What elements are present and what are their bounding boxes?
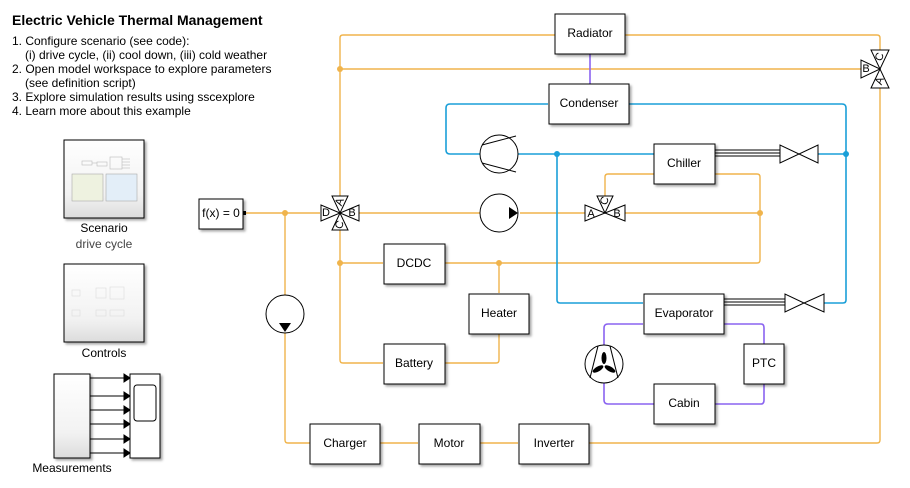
coolant-pump-center[interactable]: [479, 193, 519, 233]
scenario-variant-label: drive cycle: [76, 237, 133, 251]
refrigerant-network: [445, 103, 849, 304]
instruction-list: 1. Configure scenario (see code): (i) dr…: [12, 34, 271, 118]
diagram-title: Electric Vehicle Thermal Management: [12, 12, 263, 28]
ptc-block[interactable]: PTC: [743, 343, 785, 385]
step-configure-scenario[interactable]: 1. Configure scenario (see code):: [12, 34, 190, 48]
step-open-workspace[interactable]: 2. Open model workspace to explore param…: [12, 62, 272, 76]
heater-label: Heater: [481, 306, 517, 320]
scenario-label: Scenario: [80, 221, 128, 235]
pump-icon: [265, 294, 305, 334]
condenser-label: Condenser: [560, 96, 619, 110]
step-explore-results[interactable]: 3. Explore simulation results using ssce…: [12, 90, 255, 104]
charger-label: Charger: [323, 436, 366, 450]
motor-block[interactable]: Motor: [418, 423, 481, 465]
junction-dot: [496, 260, 502, 266]
controls-preview-icon: [71, 286, 125, 317]
port-b-label: B: [613, 208, 620, 220]
step-configure-scenario-detail[interactable]: (i) drive cycle, (ii) cool down, (iii) c…: [25, 48, 268, 62]
battery-label: Battery: [395, 356, 433, 370]
cabin-block[interactable]: Cabin: [653, 383, 716, 425]
port-b-label: B: [348, 207, 355, 219]
step-learn-more[interactable]: 4. Learn more about this example: [12, 104, 191, 118]
port-c-label: C: [598, 195, 612, 207]
solver-config-block[interactable]: f(x) = 0: [198, 198, 246, 230]
dcdc-label: DCDC: [397, 256, 432, 270]
junction-dot: [282, 210, 288, 216]
evaporator-label: Evaporator: [655, 306, 714, 320]
evaporator-block[interactable]: Evaporator: [643, 293, 725, 335]
ptc-label: PTC: [752, 356, 776, 370]
measurements-label: Measurements: [32, 461, 111, 475]
three-way-valve-right[interactable]: C B A: [860, 49, 890, 89]
scope-icon: [133, 384, 157, 422]
scope-block[interactable]: [129, 373, 161, 459]
port-a-label: A: [587, 208, 595, 220]
port-a-label: A: [873, 75, 887, 87]
inverter-block[interactable]: Inverter: [518, 423, 590, 465]
compressor-icon: [479, 134, 519, 174]
port-a-label: A: [333, 196, 347, 208]
cabin-label: Cabin: [668, 396, 699, 410]
controls-label: Controls: [82, 346, 127, 360]
heater-block[interactable]: Heater: [468, 293, 530, 335]
four-way-valve[interactable]: A B C D: [320, 195, 360, 231]
expansion-valve-icon: [784, 293, 806, 313]
charger-block[interactable]: Charger: [309, 423, 381, 465]
measurement-signals: [90, 373, 131, 458]
evaporator-expansion-valve[interactable]: [714, 293, 825, 313]
junction-dot: [554, 151, 560, 157]
dcdc-block[interactable]: DCDC: [383, 243, 446, 285]
step-open-workspace-detail[interactable]: (see definition script): [25, 76, 136, 90]
motor-label: Motor: [434, 436, 465, 450]
radiator-block[interactable]: Radiator: [554, 13, 626, 55]
solver-label: f(x) = 0: [202, 206, 240, 220]
measurements-subsystem[interactable]: Measurements: [32, 373, 112, 475]
junction-dot: [337, 66, 343, 72]
thermal-liquid-network: [243, 34, 881, 444]
junction-dot: [843, 151, 849, 157]
moist-air-network: [589, 54, 765, 405]
scenario-preview-icon: [71, 156, 138, 202]
port-c-label: C: [873, 51, 887, 63]
cabin-fan[interactable]: [584, 344, 624, 384]
chiller-expansion-valve[interactable]: [715, 144, 819, 164]
port-c-label: C: [333, 219, 347, 231]
junction-dot: [337, 260, 343, 266]
condenser-block[interactable]: Condenser: [548, 83, 630, 125]
radiator-label: Radiator: [567, 26, 612, 40]
inverter-label: Inverter: [534, 436, 575, 450]
controls-subsystem[interactable]: Controls: [63, 263, 145, 360]
junction-dot: [757, 210, 763, 216]
three-way-valve-center[interactable]: A B C: [584, 195, 626, 222]
compressor[interactable]: [479, 134, 519, 174]
chiller-block[interactable]: Chiller: [653, 143, 716, 185]
port-b-label: B: [862, 63, 869, 75]
chiller-label: Chiller: [667, 156, 701, 170]
port-d-label: D: [322, 207, 330, 219]
scenario-subsystem[interactable]: Scenario drive cycle: [63, 139, 145, 251]
coolant-pump-left[interactable]: [265, 294, 305, 334]
battery-block[interactable]: Battery: [383, 343, 446, 385]
expansion-valve-icon: [779, 144, 801, 164]
